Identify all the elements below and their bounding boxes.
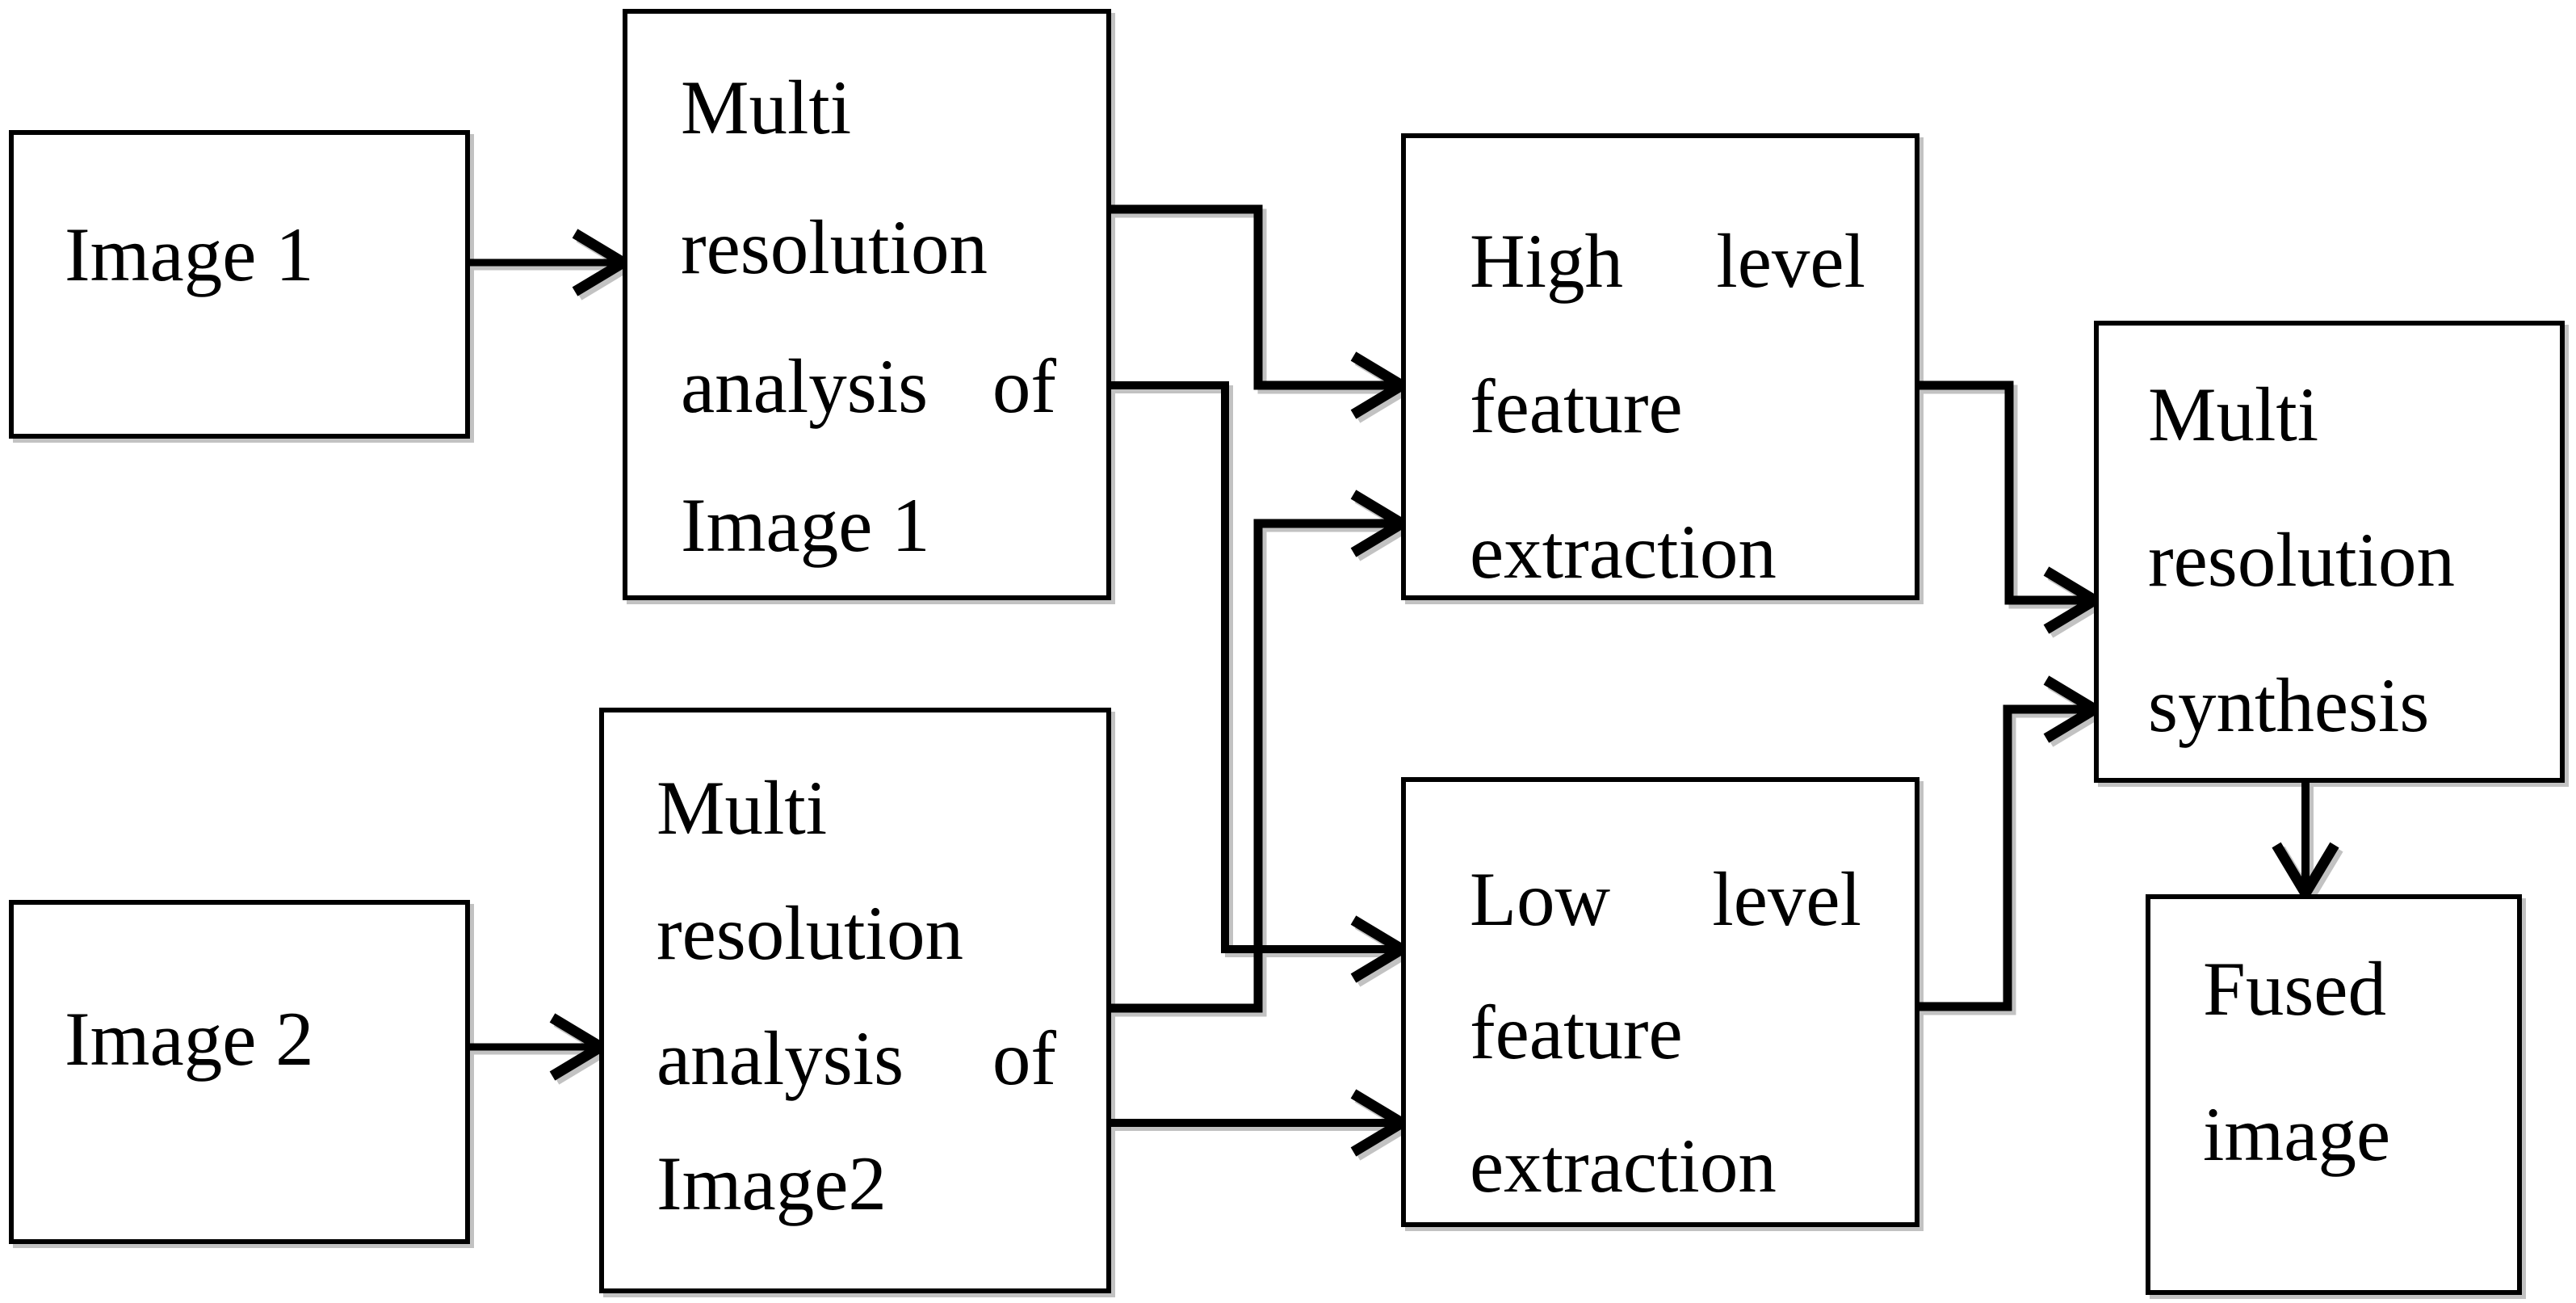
low-fe-line1-left: Low bbox=[1470, 856, 1611, 942]
connector-low-fe-to-mrs bbox=[1917, 675, 2105, 1011]
connector-line bbox=[1109, 519, 1400, 1013]
image1-label: Image 1 bbox=[65, 212, 314, 297]
mra2-line4: Image2 bbox=[657, 1141, 887, 1226]
high-fe-line1-left: High bbox=[1470, 218, 1623, 304]
image1-box: Image 1 bbox=[9, 130, 470, 439]
mra1-line3-left: analysis bbox=[681, 343, 928, 429]
mra1-box: Multi resolution analysis of Image 1 bbox=[623, 9, 1111, 600]
high-fe-line2: feature bbox=[1470, 364, 1683, 449]
mra1-line1: Multi bbox=[681, 65, 851, 150]
connector-line bbox=[1109, 381, 1400, 953]
low-fe-line2: feature bbox=[1470, 990, 1683, 1075]
low-fe-line1-right: level bbox=[1712, 856, 1861, 942]
fused-image-box: Fused image bbox=[2146, 894, 2522, 1295]
connector-image2-to-mra2 bbox=[468, 1013, 611, 1081]
fused-line2: image bbox=[2203, 1091, 2390, 1177]
connector-line bbox=[1917, 704, 2093, 1011]
image2-box: Image 2 bbox=[9, 900, 470, 1244]
image1-border bbox=[9, 130, 470, 439]
mra1-line2: resolution bbox=[681, 204, 988, 290]
mra2-line3-right: of bbox=[992, 1015, 1057, 1101]
image2-border bbox=[9, 900, 470, 1244]
mra1-border bbox=[623, 9, 1111, 600]
mra1-line3-right: of bbox=[992, 343, 1057, 429]
connector-high-fe-to-mrs bbox=[1917, 380, 2105, 634]
mrs-border bbox=[2094, 321, 2565, 783]
mra2-box: Multi resolution analysis of Image2 bbox=[599, 708, 1111, 1293]
mra2-line2: resolution bbox=[657, 890, 963, 976]
fused-border bbox=[2146, 894, 2522, 1295]
mrs-line3: synthesis bbox=[2148, 662, 2429, 748]
connector-line bbox=[1109, 204, 1400, 390]
low-fe-border bbox=[1401, 777, 1919, 1227]
connector-mra2-to-low-fe bbox=[1109, 1089, 1412, 1157]
high-fe-border bbox=[1401, 133, 1919, 600]
high-fe-line3: extraction bbox=[1470, 509, 1777, 595]
mra2-line1: Multi bbox=[657, 765, 827, 851]
low-feature-extraction-box: Low level feature extraction bbox=[1401, 777, 1919, 1227]
mra2-border bbox=[599, 708, 1111, 1293]
mrs-line1: Multi bbox=[2148, 372, 2318, 457]
high-fe-line1-right: level bbox=[1716, 218, 1865, 304]
connector-image1-to-mra1 bbox=[468, 229, 634, 296]
fused-line1: Fused bbox=[2203, 946, 2386, 1032]
multi-resolution-synthesis-box: Multi resolution synthesis bbox=[2094, 321, 2565, 783]
mrs-line2: resolution bbox=[2148, 517, 2455, 603]
diagram-root: Image 1 Multi resolution analysis of Ima… bbox=[9, 9, 2565, 1295]
arrowhead-down-icon bbox=[2272, 842, 2339, 904]
connector-mra2-to-high-fe bbox=[1109, 490, 1412, 1013]
mra2-line3-left: analysis bbox=[657, 1015, 904, 1101]
connector-line bbox=[1917, 380, 2093, 605]
mra1-line4: Image 1 bbox=[681, 482, 930, 568]
image2-label: Image 2 bbox=[65, 996, 314, 1082]
high-feature-extraction-box: High level feature extraction bbox=[1401, 133, 1919, 600]
low-fe-line3: extraction bbox=[1470, 1123, 1777, 1208]
connector-mrs-to-fused bbox=[2272, 780, 2339, 904]
